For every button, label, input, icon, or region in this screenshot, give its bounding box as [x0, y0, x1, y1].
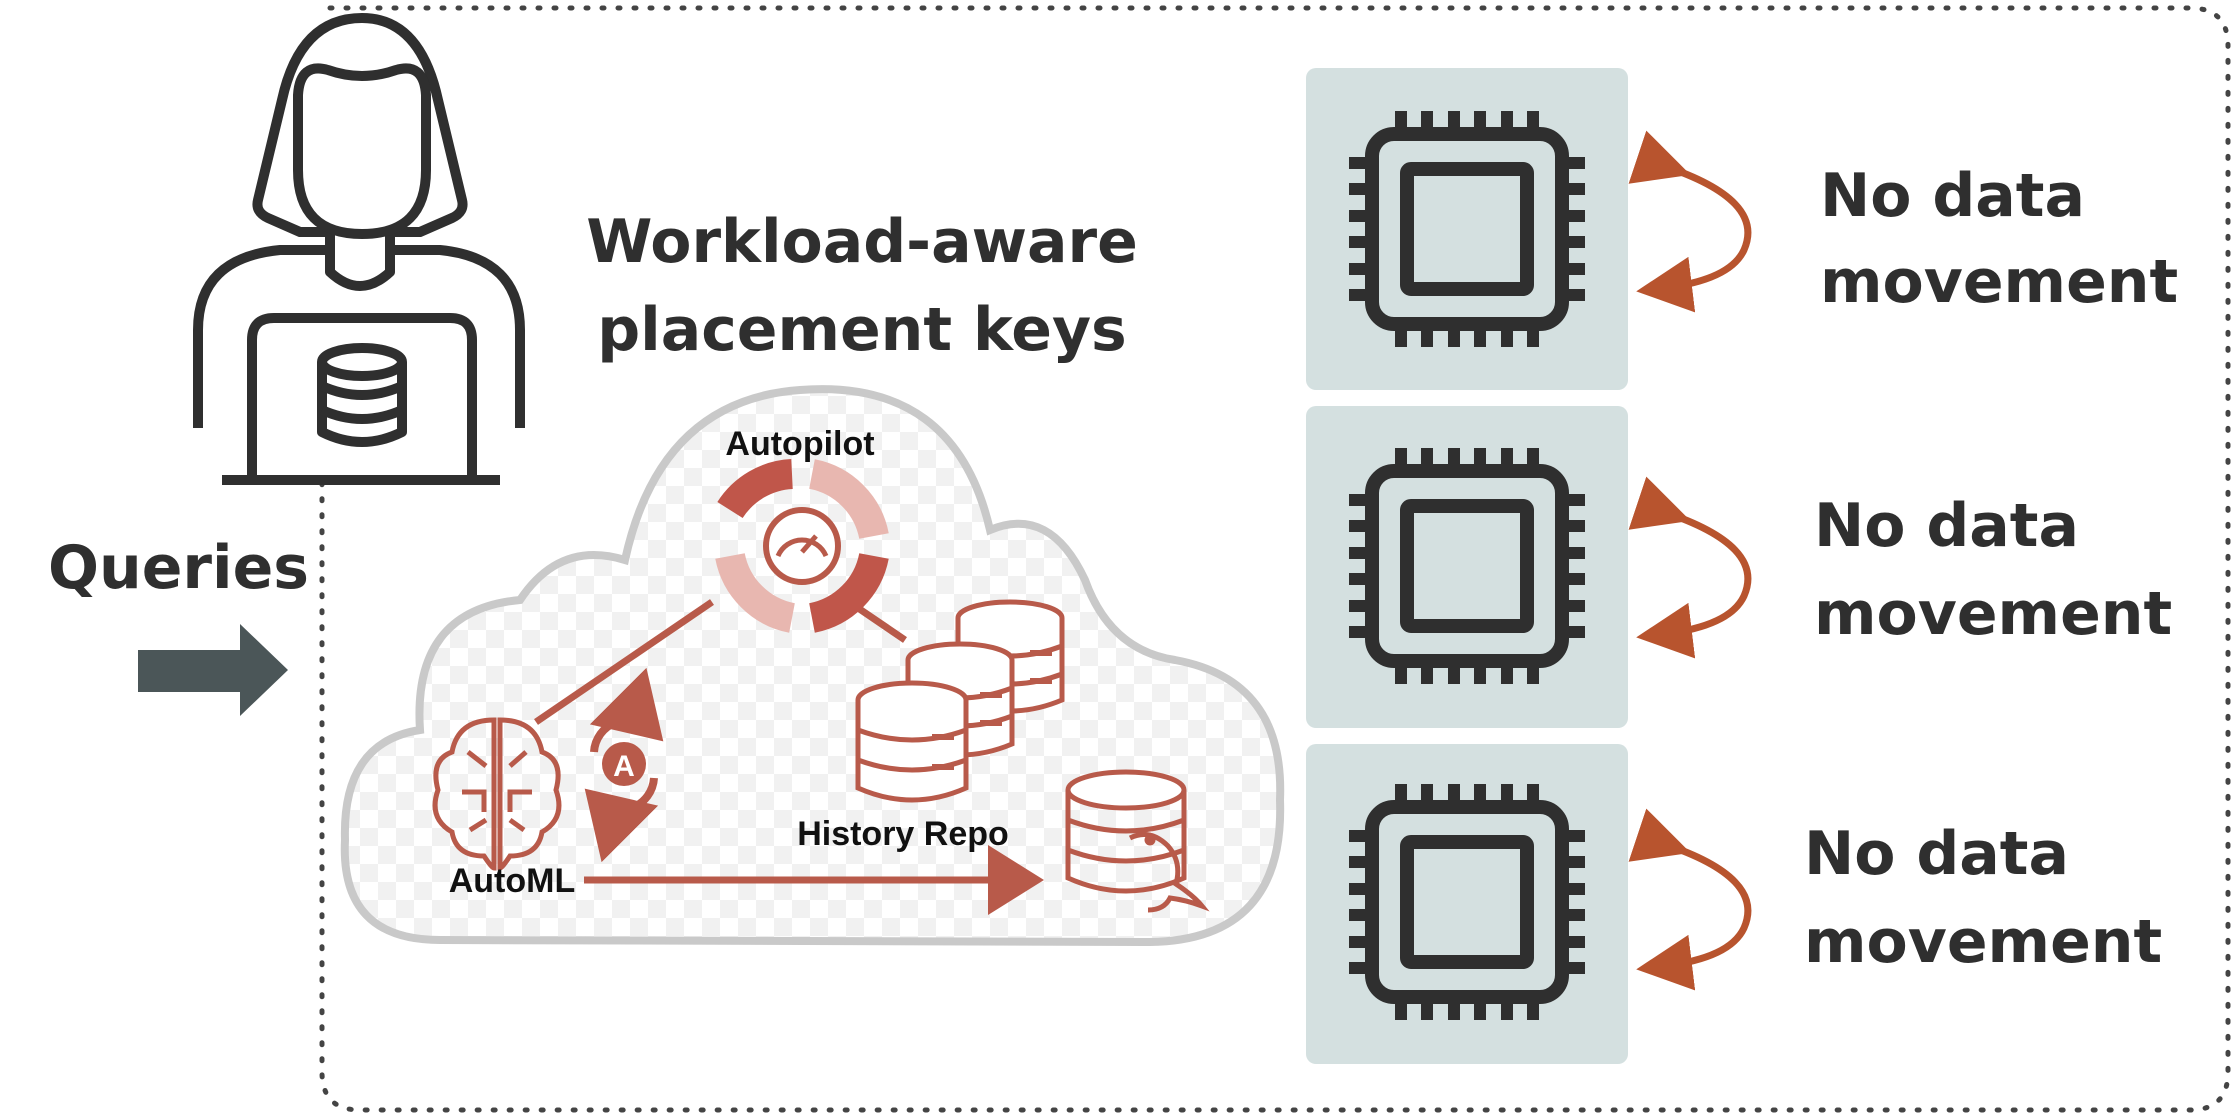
link-automl-autopilot: [534, 599, 714, 725]
autopilot-badge-letter: A: [613, 750, 635, 783]
database-stack-icon: [855, 599, 1065, 803]
link-autopilot-history: [856, 605, 907, 643]
compute-node-2: No data movement: [1306, 406, 2172, 728]
no-movement-arrow: [1628, 808, 1752, 991]
cpu-chip-icon: [1349, 448, 1585, 684]
node-label-line1: No data: [1804, 819, 2069, 889]
history-repo-label: History Repo: [797, 815, 1009, 853]
system-boundary: [319, 5, 2231, 1113]
autopilot-gauge-icon: [715, 459, 889, 633]
queries-label: Queries: [48, 533, 309, 603]
autopilot-label: Autopilot: [725, 425, 874, 463]
brain-icon: [432, 717, 562, 871]
node-label-line2: movement: [1820, 247, 2178, 317]
cpu-chip-icon: [1349, 111, 1585, 347]
no-movement-arrow: [1628, 476, 1752, 659]
compute-node-3: No data movement: [1306, 744, 2162, 1064]
node-label-line2: movement: [1814, 579, 2172, 649]
no-movement-arrow: [1628, 130, 1752, 313]
node-label-line2: movement: [1804, 907, 2162, 977]
autopilot-refresh-icon: A: [584, 667, 664, 863]
node-label-line1: No data: [1814, 491, 2079, 561]
user-with-database-icon: [193, 13, 525, 485]
automl-label: AutoML: [449, 862, 576, 900]
cloud-title-line2: placement keys: [597, 295, 1127, 365]
compute-node-1: No data movement: [1306, 68, 2178, 390]
cloud-shape: [340, 385, 1285, 947]
queries-arrow: [138, 624, 288, 716]
mysql-database-icon: [1065, 769, 1210, 913]
cloud-title-line1: Workload-aware: [586, 207, 1138, 277]
node-label-line1: No data: [1820, 161, 2085, 231]
cpu-chip-icon: [1349, 784, 1585, 1020]
